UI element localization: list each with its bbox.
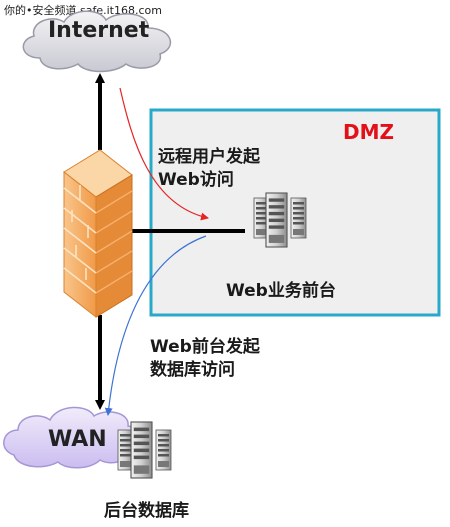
- wan-cloud-label: WAN: [48, 427, 107, 452]
- database-server-icon: [117, 421, 172, 479]
- internet-cloud-icon: [22, 10, 172, 73]
- remote-access-flow-arrow: [119, 87, 209, 221]
- db-access-flow-arrow: [104, 235, 207, 416]
- db-access-label-line1: Web前台发起: [150, 337, 260, 357]
- dmz-label: DMZ: [343, 120, 395, 144]
- db-access-label-line2: 数据库访问: [150, 360, 235, 380]
- wan-cloud-icon: [3, 406, 139, 469]
- internet-cloud-label: Internet: [48, 18, 150, 43]
- remote-access-label-line1: 远程用户发起: [158, 147, 260, 167]
- firewall-icon: [63, 149, 133, 319]
- web-frontend-label: Web业务前台: [226, 281, 336, 301]
- remote-access-label-line2: Web访问: [158, 170, 234, 190]
- backend-db-label: 后台数据库: [104, 501, 189, 521]
